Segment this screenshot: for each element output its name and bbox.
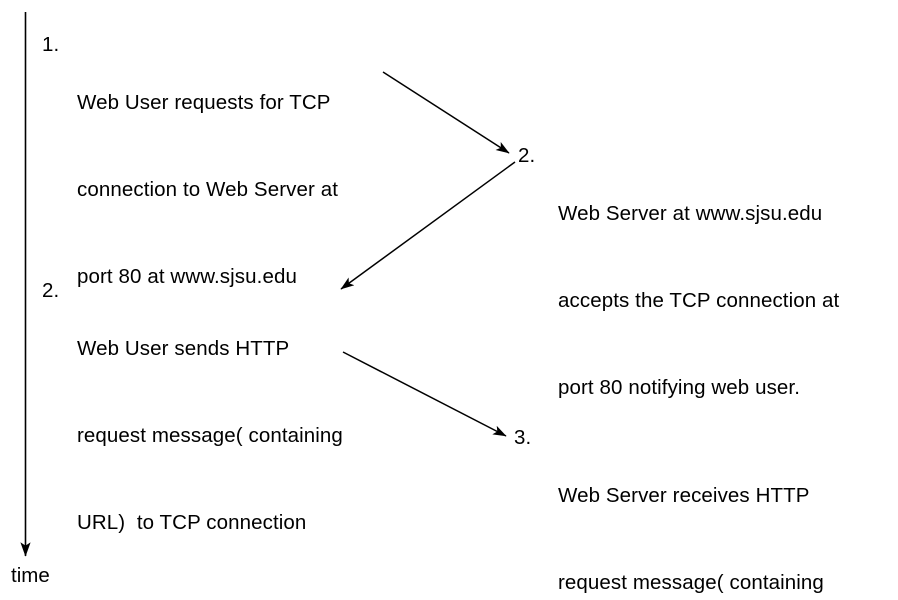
step-line: URL) to TCP connection <box>77 511 307 534</box>
step-block-2: 2. Web Server at www.sjsu.edu accepts th… <box>518 141 839 460</box>
step-text-2: Web Server at www.sjsu.edu accepts the T… <box>558 141 839 460</box>
step-text-3: Web User sends HTTP request message( con… <box>77 276 343 600</box>
step-line: connection to Web Server at <box>77 178 338 201</box>
step-line: Web Server receives HTTP <box>558 484 810 507</box>
step-line: request message( containing <box>558 571 824 594</box>
step-number-3: 2. <box>42 279 60 302</box>
step-number-2: 2. <box>518 144 536 167</box>
step-line: port 80 at www.sjsu.edu <box>77 265 297 288</box>
step-line: accepts the TCP connection at <box>558 289 840 312</box>
step-block-4: 3. Web Server receives HTTP request mess… <box>514 423 825 600</box>
arrow-step1-to-step2 <box>382 71 510 154</box>
step-line: port 80 notifying web user. <box>558 376 801 399</box>
step-line: Web Server at www.sjsu.edu <box>558 202 823 225</box>
step-text-4: Web Server receives HTTP request message… <box>558 423 825 600</box>
step-text-1: Web User requests for TCP connection to … <box>77 30 338 349</box>
step-line: Web User requests for TCP <box>77 91 331 114</box>
step-number-1: 1. <box>42 33 60 56</box>
step-block-1: 1. Web User requests for TCP connection … <box>42 30 338 349</box>
step-line: requesting the objects. <box>77 595 343 600</box>
arrow-step2-to-step3 <box>340 161 516 290</box>
step-block-3: 2. Web User sends HTTP request message( … <box>42 276 343 600</box>
step-number-4: 3. <box>514 426 532 449</box>
timeline-axis-label: time <box>11 564 50 587</box>
step-line: request message( containing <box>77 424 343 447</box>
arrow-step3-to-step4 <box>342 351 507 437</box>
step-line: Web User sends HTTP <box>77 337 290 360</box>
